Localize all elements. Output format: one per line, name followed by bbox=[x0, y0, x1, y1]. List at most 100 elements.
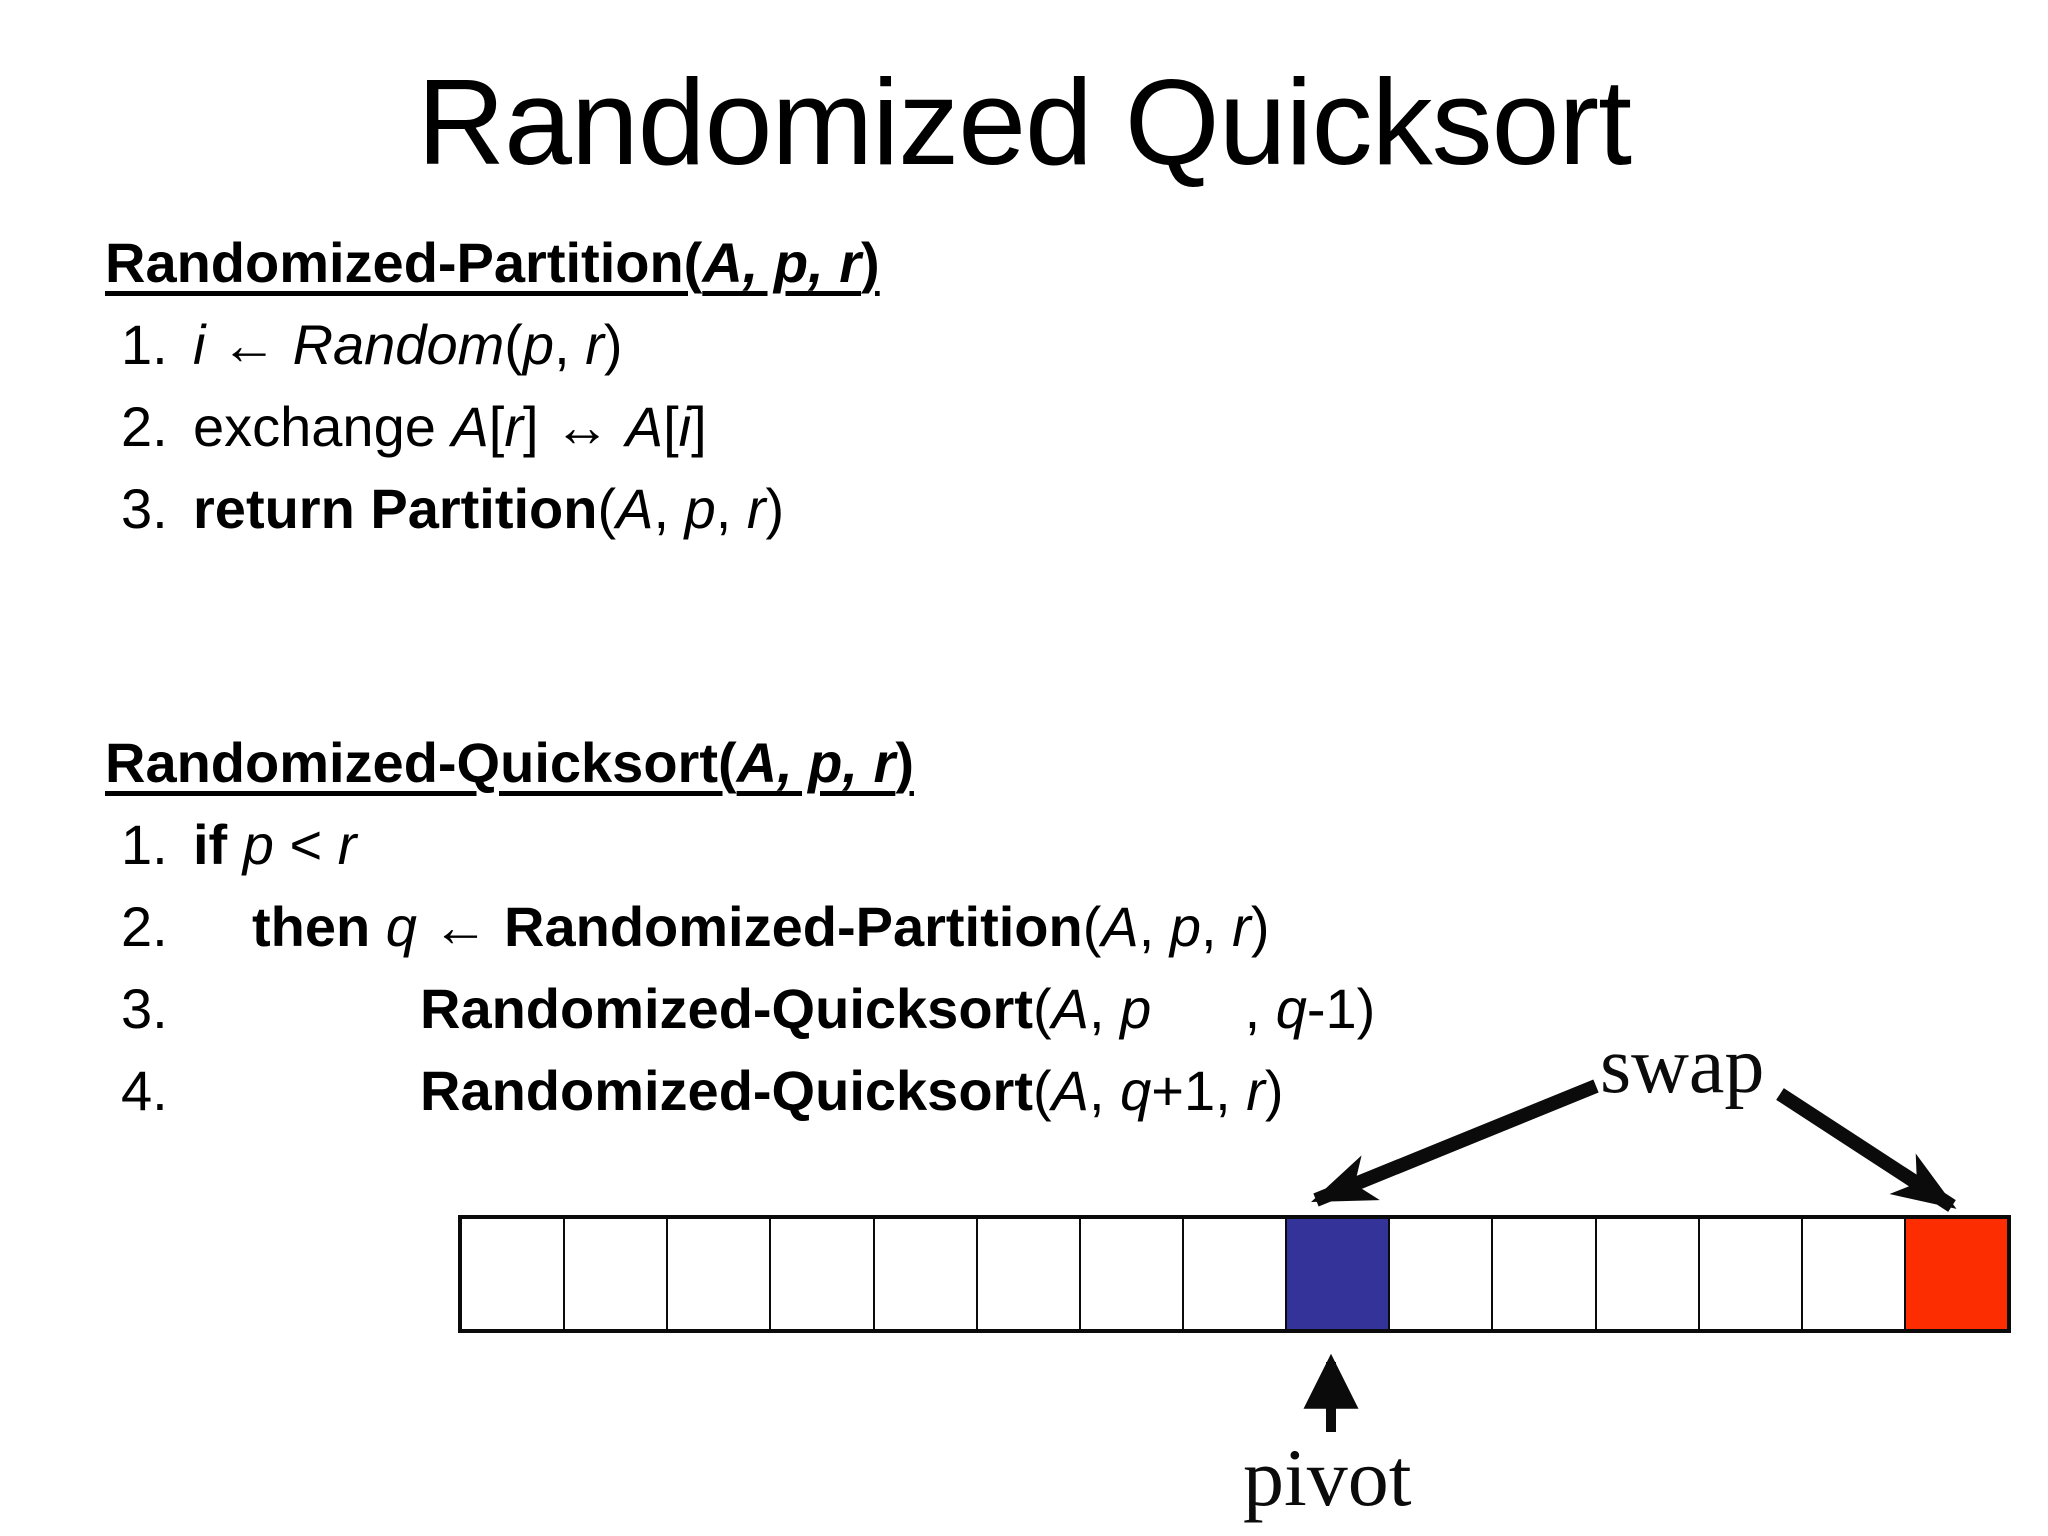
code-segment: Randomized-Quicksort bbox=[420, 1059, 1033, 1122]
code-segment: ( bbox=[504, 313, 523, 376]
code-segment: if bbox=[193, 813, 243, 876]
code-segment: r bbox=[585, 313, 604, 376]
code-line: 3. Randomized-Quicksort(A, p , q-1) bbox=[105, 968, 1505, 1050]
code-line: 1. if p < r bbox=[105, 804, 1505, 886]
array-cell bbox=[1181, 1219, 1286, 1329]
code-segment: , bbox=[1201, 895, 1233, 958]
code-segment: A, p, r bbox=[702, 231, 862, 294]
code-segment: +1, bbox=[1151, 1059, 1247, 1122]
code-segment: i bbox=[193, 313, 206, 376]
array-cell bbox=[563, 1219, 667, 1329]
line-number: 2. bbox=[121, 895, 168, 958]
line-content: i ← Random(p, r) bbox=[193, 304, 623, 386]
code-segment: ) bbox=[765, 477, 785, 540]
code-line: 1. i ← Random(p, r) bbox=[105, 304, 1505, 386]
array-cell bbox=[1594, 1219, 1698, 1329]
array-cell bbox=[769, 1219, 873, 1329]
code-segment: Randomized-Partition( bbox=[105, 231, 703, 294]
procedure-heading: Randomized-Partition(A, p, r) bbox=[105, 222, 1505, 304]
code-segment: ← bbox=[205, 313, 293, 376]
swap-label: swap bbox=[1600, 1022, 1765, 1110]
code-segment: ] bbox=[691, 395, 707, 458]
code-segment: r bbox=[337, 813, 357, 876]
swap-cell bbox=[1903, 1219, 2008, 1329]
line-content: if p < r bbox=[193, 804, 356, 886]
code-segment: r bbox=[504, 395, 524, 458]
procedure-block-randomized-quicksort: Randomized-Quicksort(A, p, r) 1.if p < r… bbox=[105, 722, 1505, 1132]
array-cell bbox=[1800, 1219, 1904, 1329]
array-diagram bbox=[458, 1215, 2011, 1333]
line-number: 3. bbox=[121, 977, 168, 1040]
code-segment: , bbox=[1138, 895, 1170, 958]
array-cell bbox=[1078, 1219, 1182, 1329]
code-segment: ) bbox=[1250, 895, 1270, 958]
code-segment: ) bbox=[895, 731, 914, 794]
code-segment: ) bbox=[1264, 1059, 1284, 1122]
line-number: 2. bbox=[121, 395, 168, 458]
code-segment: exchange bbox=[193, 395, 452, 458]
code-line: 3. return Partition(A, p, r) bbox=[105, 468, 1505, 550]
array-cell bbox=[975, 1219, 1079, 1329]
code-segment: r bbox=[746, 477, 766, 540]
code-segment: A bbox=[451, 395, 489, 458]
line-content: Randomized-Quicksort(A, p , q-1) bbox=[420, 968, 1375, 1050]
code-segment: , bbox=[1088, 1059, 1121, 1122]
code-segment: ) bbox=[861, 231, 880, 294]
code-segment: A bbox=[1051, 977, 1089, 1040]
line-content: return Partition(A, p, r) bbox=[193, 468, 784, 550]
code-line: 4.Randomized-Quicksort(A, q+1, r) bbox=[105, 1050, 1505, 1132]
code-segment: Randomized-Partition bbox=[504, 895, 1083, 958]
line-number: 3. bbox=[121, 477, 168, 540]
line-content: Randomized-Quicksort(A, q+1, r) bbox=[420, 1050, 1284, 1132]
line-number: 1. bbox=[121, 813, 168, 876]
array-cell bbox=[1388, 1219, 1492, 1329]
code-segment: , bbox=[1088, 977, 1121, 1040]
page-title: Randomized Quicksort bbox=[416, 54, 1632, 190]
line-content: exchange A[r] ↔ A[i] bbox=[193, 386, 707, 468]
array-cell bbox=[872, 1219, 976, 1329]
code-segment: [ bbox=[663, 395, 679, 458]
code-segment: A bbox=[1101, 895, 1139, 958]
code-segment: p bbox=[522, 313, 555, 376]
code-segment: Random bbox=[292, 313, 505, 376]
array-cell bbox=[462, 1219, 564, 1329]
code-segment: Randomized-Quicksort( bbox=[105, 731, 737, 794]
code-segment: r bbox=[1232, 895, 1251, 958]
code-segment: , bbox=[653, 477, 685, 540]
code-segment: A bbox=[625, 395, 664, 458]
code-segment: A bbox=[1051, 1059, 1089, 1122]
code-segment: ( bbox=[597, 477, 617, 540]
code-segment: , bbox=[715, 477, 747, 540]
code-segment: A, p, r bbox=[736, 731, 896, 794]
code-segment: , bbox=[1151, 977, 1276, 1040]
code-segment: < bbox=[273, 813, 338, 876]
code-segment: q bbox=[1275, 977, 1307, 1040]
code-segment: p bbox=[242, 813, 274, 876]
code-segment: ( bbox=[1082, 895, 1102, 958]
swap-arrow-right-icon bbox=[1776, 1088, 1957, 1212]
code-segment: ← bbox=[416, 895, 505, 958]
code-segment: p bbox=[1169, 895, 1202, 958]
code-segment: q bbox=[1120, 1059, 1152, 1122]
line-number: 1. bbox=[121, 313, 168, 376]
code-segment: q bbox=[385, 895, 417, 958]
procedure-block-randomized-partition: Randomized-Partition(A, p, r) 1.i ← Rand… bbox=[105, 222, 1505, 550]
line-content: then q ← Randomized-Partition(A, p, r) bbox=[252, 886, 1269, 968]
pivot-label: pivot bbox=[1243, 1432, 1412, 1523]
code-segment: Randomized-Quicksort bbox=[420, 977, 1033, 1040]
code-segment: ] ↔ bbox=[523, 395, 626, 458]
pivot-cell bbox=[1285, 1219, 1389, 1329]
code-segment: r bbox=[1246, 1059, 1265, 1122]
code-segment: then bbox=[252, 895, 386, 958]
code-segment: A bbox=[616, 477, 654, 540]
code-segment: ( bbox=[1032, 1059, 1052, 1122]
array-cell bbox=[1491, 1219, 1595, 1329]
code-segment: -1) bbox=[1306, 977, 1376, 1040]
array-cell bbox=[666, 1219, 770, 1329]
code-segment: return Partition bbox=[193, 477, 598, 540]
code-segment: [ bbox=[488, 395, 505, 458]
code-segment: p bbox=[684, 477, 716, 540]
code-line: 2. exchange A[r] ↔ A[i] bbox=[105, 386, 1505, 468]
code-segment: p bbox=[1120, 977, 1152, 1040]
